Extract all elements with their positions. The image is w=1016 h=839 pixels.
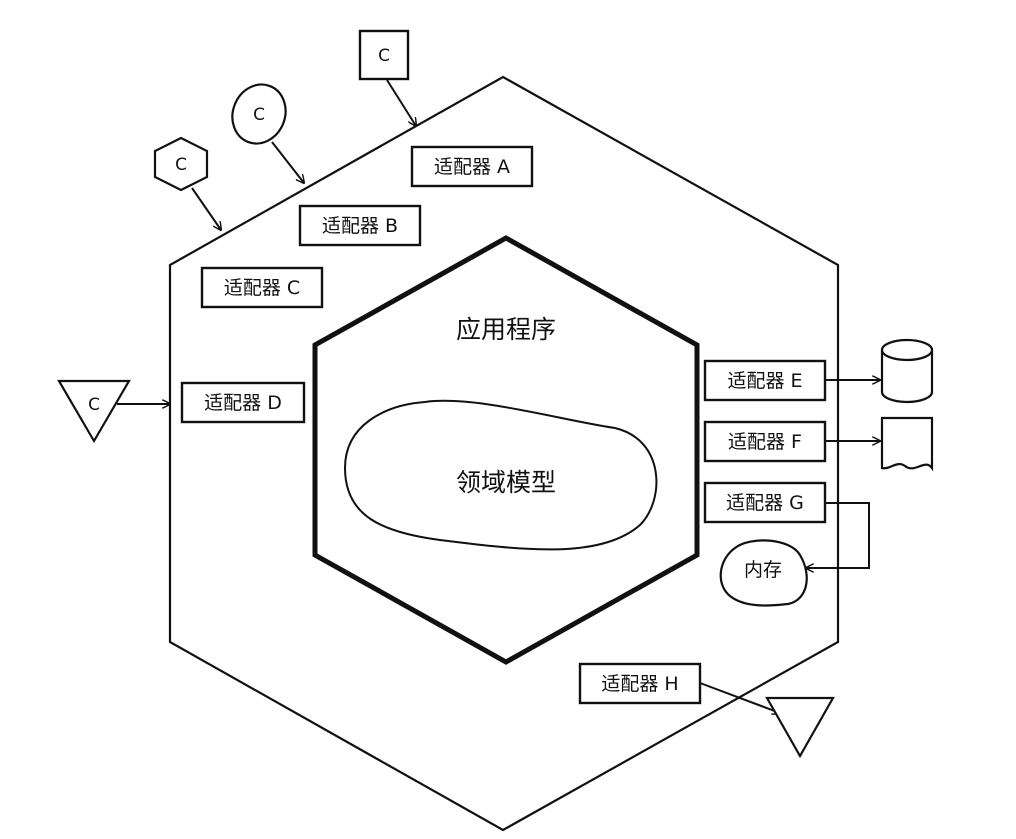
svg-text:适配器 F: 适配器 F — [728, 431, 802, 453]
adapter-d: 适配器 D — [180, 381, 306, 424]
adapter-a: 适配器 A — [410, 145, 534, 188]
memory-blob: 内存 — [719, 539, 808, 607]
client-triangle: C — [57, 379, 131, 444]
svg-text:适配器 B: 适配器 B — [322, 215, 398, 237]
adapter-h-arrow — [699, 682, 780, 713]
svg-text:适配器 A: 适配器 A — [434, 156, 510, 178]
svg-text:适配器 C: 适配器 C — [224, 277, 300, 299]
client-ellipse: C — [231, 83, 287, 145]
svg-text:适配器 E: 适配器 E — [727, 370, 802, 392]
svg-text:C: C — [253, 105, 265, 125]
client-square: C — [358, 29, 410, 81]
document-icon — [880, 416, 934, 472]
adapter-b: 适配器 B — [298, 204, 422, 247]
domain-model-label: 领域模型 — [456, 468, 556, 497]
svg-text:适配器 G: 适配器 G — [726, 492, 804, 514]
adapter-g: 适配器 G — [703, 481, 827, 524]
adapter-g-arrow — [806, 502, 870, 568]
client-square-arrow — [386, 79, 416, 126]
svg-text:C: C — [88, 395, 100, 415]
adapter-e: 适配器 E — [703, 359, 827, 402]
adapter-h: 适配器 H — [578, 662, 702, 705]
adapter-c: 适配器 C — [200, 266, 324, 309]
client-ellipse-arrow — [271, 141, 304, 183]
svg-text:内存: 内存 — [744, 559, 782, 581]
adapter-f: 适配器 F — [703, 420, 827, 463]
client-hexagon-arrow — [191, 187, 221, 230]
application-hexagon — [312, 235, 700, 665]
svg-text:适配器 D: 适配器 D — [204, 392, 282, 414]
triangle-icon — [765, 696, 835, 759]
svg-text:适配器 H: 适配器 H — [601, 673, 678, 695]
svg-text:C: C — [175, 155, 187, 175]
svg-text:C: C — [378, 46, 390, 66]
outer-hexagon — [168, 75, 840, 832]
domain-model-blob — [343, 399, 658, 551]
client-hexagon: C — [153, 136, 209, 192]
database-cylinder-icon — [880, 338, 934, 404]
application-label: 应用程序 — [456, 315, 556, 344]
